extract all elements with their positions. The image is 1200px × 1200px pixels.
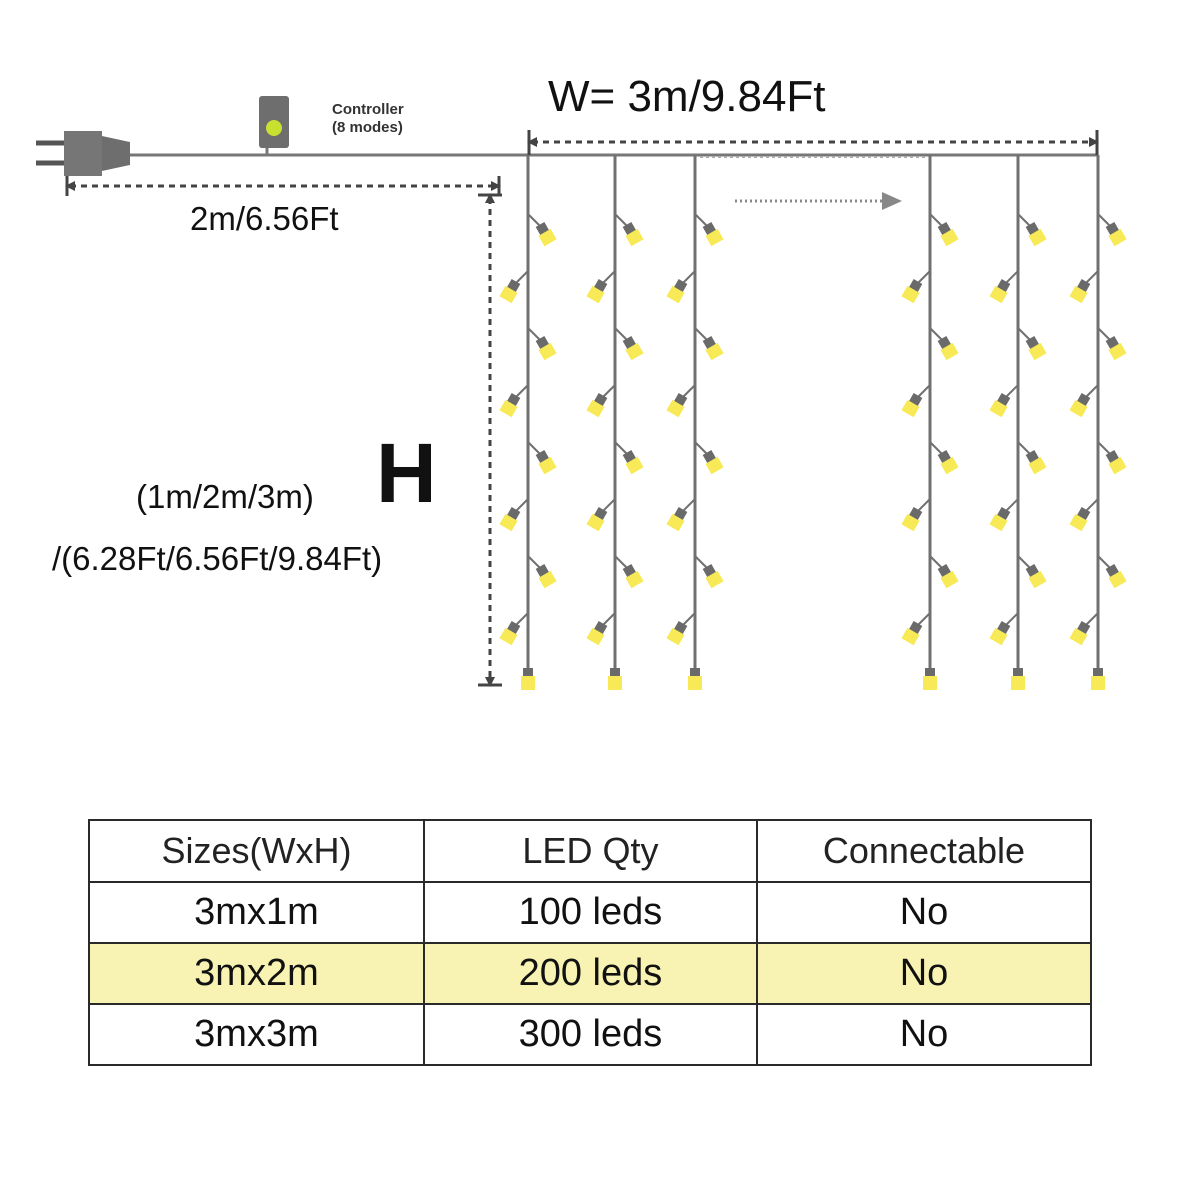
led-bulb-icon [694,555,724,589]
led-bulb-icon [499,498,529,532]
led-bulb-icon [1097,213,1127,247]
cell-connectable: No [755,942,1093,1005]
led-bulb-icon [1017,213,1047,247]
size-spec-table: Sizes(WxH) LED Qty Connectable 3mx1m 100… [88,819,1093,1066]
cell-size: 3mx2m [88,942,425,1005]
controller-label: Controller (8 modes) [332,101,404,137]
led-bulb-icon [666,270,696,304]
led-bulb-icon [929,441,959,475]
led-bulb-icon [586,612,616,646]
controller-label-line1: Controller [332,101,404,118]
led-bulb-icon [666,612,696,646]
led-bulb-icon [929,327,959,361]
height-imperial-label: /(6.28Ft/6.56Ft/9.84Ft) [52,540,383,577]
height-metric-label: (1m/2m/3m) [136,478,314,515]
plug-icon [36,131,130,176]
height-symbol: H [376,426,437,520]
product-diagram: W= 3m/9.84Ft Controller (8 modes) 2m/6.5… [36,72,1127,690]
led-bulb-icon [1017,327,1047,361]
led-bulb-icon [1011,668,1025,690]
led-bulb-icon [521,668,535,690]
led-bulb-icon [527,327,557,361]
led-bulb-icon [901,498,931,532]
arrow-right-icon [735,192,902,210]
curtain-light-drawing [36,96,1127,690]
led-bulb-icon [1069,612,1099,646]
led-bulb-icon [614,213,644,247]
table-row: 3mx3m 300 leds No [88,1003,1093,1066]
led-bulb-icon [688,668,702,690]
width-label: W= 3m/9.84Ft [548,72,826,121]
led-bulb-icon [989,384,1019,418]
led-bulb-icon [499,270,529,304]
led-bulb-icon [666,498,696,532]
led-bulb-icon [901,270,931,304]
led-bulb-icon [527,213,557,247]
cell-connectable: No [755,881,1093,944]
led-bulb-icon [929,213,959,247]
table-header-row: Sizes(WxH) LED Qty Connectable [88,819,1093,883]
led-bulb-icon [989,270,1019,304]
table-row: 3mx2m 200 leds No [88,942,1093,1005]
led-bulb-icon [1097,327,1127,361]
cell-led-qty: 300 leds [422,1003,758,1066]
led-bulb-icon [1097,555,1127,589]
led-bulb-icon [614,555,644,589]
lead-length-label: 2m/6.56Ft [190,200,339,237]
cell-size: 3mx1m [88,881,425,944]
led-bulb-icon [694,441,724,475]
led-bulb-icon [614,327,644,361]
led-bulb-icon [499,384,529,418]
header-led-qty: LED Qty [422,819,758,883]
led-bulb-icon [586,270,616,304]
led-bulb-icon [499,612,529,646]
led-strands [499,155,1127,690]
led-bulb-icon [694,327,724,361]
led-bulb-icon [586,498,616,532]
led-bulb-icon [1069,498,1099,532]
led-bulb-icon [1017,441,1047,475]
led-bulb-icon [989,498,1019,532]
header-connectable: Connectable [755,819,1093,883]
led-bulb-icon [929,555,959,589]
cell-connectable: No [755,1003,1093,1066]
controller-label-line2: (8 modes) [332,119,403,136]
led-bulb-icon [527,441,557,475]
led-bulb-icon [901,384,931,418]
led-bulb-icon [586,384,616,418]
led-bulb-icon [1091,668,1105,690]
led-bulb-icon [666,384,696,418]
led-bulb-icon [989,612,1019,646]
led-bulb-icon [923,668,937,690]
table-row: 3mx1m 100 leds No [88,881,1093,944]
led-bulb-icon [1017,555,1047,589]
led-bulb-icon [1097,441,1127,475]
led-bulb-icon [614,441,644,475]
cell-led-qty: 200 leds [422,942,758,1005]
led-bulb-icon [1069,270,1099,304]
led-bulb-icon [527,555,557,589]
led-bulb-icon [694,213,724,247]
led-bulb-icon [608,668,622,690]
controller-icon [259,96,289,148]
header-size: Sizes(WxH) [88,819,425,883]
cell-size: 3mx3m [88,1003,425,1066]
led-bulb-icon [1069,384,1099,418]
led-bulb-icon [901,612,931,646]
cell-led-qty: 100 leds [422,881,758,944]
